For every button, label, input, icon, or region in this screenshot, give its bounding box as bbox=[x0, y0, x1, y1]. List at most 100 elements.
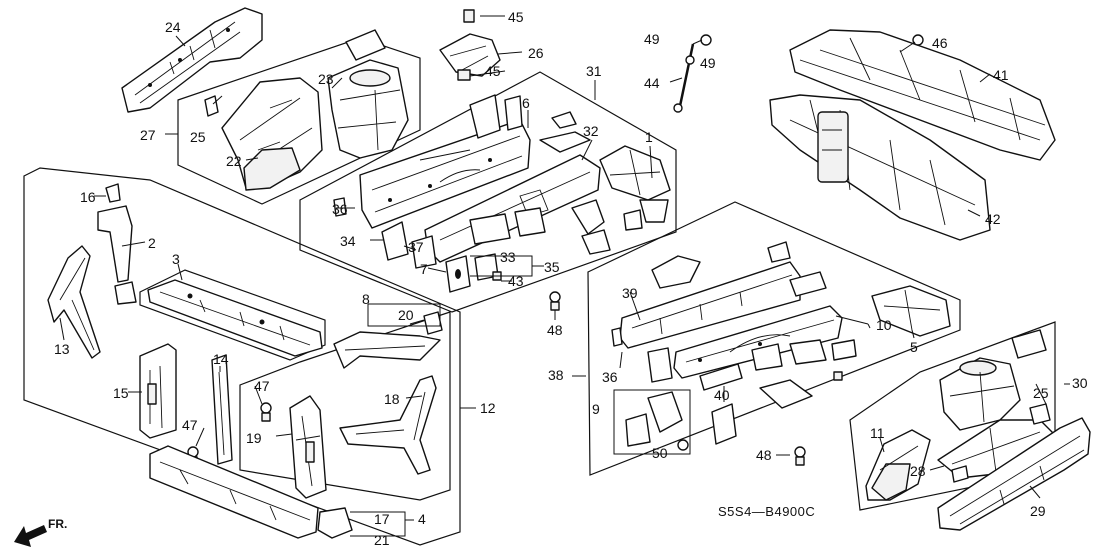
callout-34: 34 bbox=[340, 233, 356, 249]
callout-47b: 47 bbox=[182, 417, 198, 433]
callout-24: 24 bbox=[165, 19, 181, 35]
callout-5: 5 bbox=[910, 339, 918, 355]
callout-33: 33 bbox=[500, 249, 516, 265]
part-4-lower-member bbox=[149, 445, 353, 539]
part-31-inner-rail bbox=[424, 94, 601, 263]
group-frames bbox=[23, 37, 1056, 546]
part-15-pillar bbox=[139, 343, 177, 439]
forward-direction-arrow: FR. bbox=[14, 517, 67, 547]
callout-4: 4 bbox=[418, 511, 426, 527]
callout-20: 20 bbox=[398, 307, 414, 323]
frame-group-30 bbox=[849, 321, 1056, 511]
arrow-icon bbox=[14, 525, 47, 547]
callout-40: 40 bbox=[714, 387, 730, 403]
part-13-bracket bbox=[47, 245, 101, 359]
part-26-bracket bbox=[439, 9, 501, 81]
callout-25b: 25 bbox=[1033, 385, 1049, 401]
callout-7: 7 bbox=[420, 261, 428, 277]
part-shock-tower-left bbox=[327, 29, 409, 159]
callout-46: 46 bbox=[932, 35, 948, 51]
part-42-dashboard-lower bbox=[769, 94, 991, 241]
diagram-code: S5S4—B4900C bbox=[718, 504, 815, 519]
callout-27: 27 bbox=[140, 127, 156, 143]
callout-47a: 47 bbox=[254, 378, 270, 394]
callout-6: 6 bbox=[522, 95, 530, 111]
part-10-inner-rail bbox=[673, 305, 843, 379]
callout-32: 32 bbox=[583, 123, 599, 139]
part-29-lower-rail bbox=[937, 417, 1091, 531]
callout-45a: 45 bbox=[508, 9, 524, 25]
callout-26: 26 bbox=[528, 45, 544, 61]
callout-44: 44 bbox=[644, 75, 660, 91]
callout-29: 29 bbox=[1030, 503, 1046, 519]
leader-lines bbox=[59, 15, 1070, 537]
part-34-37-brackets bbox=[333, 197, 437, 269]
part-39-frame-rail bbox=[619, 241, 801, 349]
callout-11: 11 bbox=[870, 425, 885, 441]
callout-43: 43 bbox=[508, 273, 524, 289]
frame-group-31 bbox=[299, 71, 677, 313]
callout-39: 39 bbox=[622, 285, 638, 301]
callout-48a: 48 bbox=[547, 322, 563, 338]
part-30-shock-tower bbox=[939, 329, 1047, 431]
part-7-33-43-plates bbox=[445, 253, 502, 293]
part-18-lower-bracket bbox=[339, 375, 437, 475]
frame-group-12 bbox=[23, 167, 461, 546]
part-28-25-clips bbox=[951, 403, 1051, 483]
callout-2: 2 bbox=[148, 235, 156, 251]
part-9-50-40-brackets bbox=[625, 391, 737, 451]
callout-25: 25 bbox=[190, 129, 206, 145]
frame-group-3 bbox=[139, 269, 326, 361]
callout-12: 12 bbox=[480, 400, 496, 416]
callout-23: 23 bbox=[318, 71, 334, 87]
frame-group-38 bbox=[587, 201, 961, 476]
callout-36b: 36 bbox=[602, 369, 618, 385]
callout-49b: 49 bbox=[700, 55, 716, 71]
part-44-rod bbox=[673, 34, 712, 113]
part-2-bracket bbox=[97, 205, 137, 305]
part-16-clip bbox=[105, 183, 121, 203]
callout-42: 42 bbox=[985, 211, 1001, 227]
callout-41: 41 bbox=[993, 67, 1009, 83]
part-3-upper-support bbox=[147, 279, 323, 357]
callout-30: 30 bbox=[1072, 375, 1088, 391]
callout-14: 14 bbox=[213, 351, 229, 367]
part-14-strip bbox=[211, 354, 233, 465]
callout-9: 9 bbox=[592, 401, 600, 417]
callout-28: 28 bbox=[910, 463, 926, 479]
part-24-upper-rail bbox=[121, 7, 263, 113]
callout-50: 50 bbox=[652, 445, 668, 461]
callout-21: 21 bbox=[374, 532, 390, 548]
callout-8: 8 bbox=[362, 291, 370, 307]
part-brackets-31-lower bbox=[469, 199, 643, 255]
callout-37: 37 bbox=[408, 239, 424, 255]
callout-31: 31 bbox=[586, 63, 602, 79]
part-38-small-brackets bbox=[611, 271, 857, 409]
part-22-23-25-apron bbox=[204, 77, 323, 191]
callout-13: 13 bbox=[54, 341, 70, 357]
part-8-crossmember bbox=[333, 311, 443, 369]
callout-3: 3 bbox=[172, 251, 180, 267]
callout-numbers: 24 23 25 27 22 45 26 45 31 6 32 1 36 34 … bbox=[54, 9, 1088, 548]
callout-17: 17 bbox=[374, 511, 390, 527]
callout-49a: 49 bbox=[644, 31, 660, 47]
direction-label: FR. bbox=[48, 517, 67, 531]
callout-22: 22 bbox=[226, 153, 242, 169]
callout-18: 18 bbox=[384, 391, 400, 407]
callout-19: 19 bbox=[246, 430, 262, 446]
callout-45b: 45 bbox=[485, 63, 501, 79]
callout-10: 10 bbox=[876, 317, 892, 333]
callout-16: 16 bbox=[80, 189, 96, 205]
callout-38: 38 bbox=[548, 367, 564, 383]
callout-35: 35 bbox=[544, 259, 560, 275]
callout-36a: 36 bbox=[332, 201, 348, 217]
callout-48b: 48 bbox=[756, 447, 772, 463]
part-48-bolts bbox=[549, 291, 806, 466]
callout-1: 1 bbox=[645, 129, 653, 145]
part-19-side-support bbox=[289, 395, 327, 499]
part-41-cowl bbox=[789, 29, 1056, 161]
part-11-bracket bbox=[865, 429, 931, 501]
part-5-bracket bbox=[871, 285, 951, 337]
frame-group-19 bbox=[239, 311, 451, 501]
